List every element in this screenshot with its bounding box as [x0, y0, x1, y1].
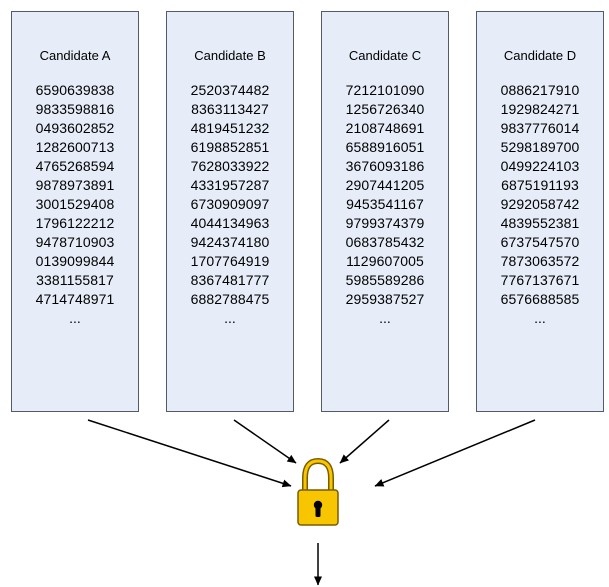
list-item: 9478710903 [35, 234, 115, 250]
candidate-b-title: Candidate B [194, 48, 266, 63]
list-item: 2907441205 [345, 177, 425, 193]
list-item: 5985589286 [345, 272, 425, 288]
list-item: 9799374379 [345, 215, 425, 231]
list-item: 1796122212 [35, 215, 115, 231]
list-item: 6198852851 [190, 139, 270, 155]
list-item: 6590639838 [35, 82, 115, 98]
list-item: 4819451232 [190, 120, 270, 136]
candidate-a-number-list: 6590639838 9833598816 0493602852 1282600… [12, 81, 138, 328]
candidate-d-title: Candidate D [503, 48, 577, 63]
list-item: 8363113427 [191, 101, 269, 117]
list-item: 1129607005 [346, 253, 424, 269]
list-item: 6588916051 [345, 139, 425, 155]
candidate-a-box: Candidate A 6590639838 9833598816 049360… [11, 11, 139, 412]
list-item: 0683785432 [345, 234, 425, 250]
list-item: 4839552381 [500, 215, 580, 231]
candidate-d-number-list: 0886217910 1929824271 9837776014 5298189… [477, 81, 603, 328]
list-item: 4714748971 [35, 291, 115, 307]
arrow-candidate-c-to-lock [339, 419, 390, 464]
list-item: 3381155817 [36, 272, 114, 288]
list-item: 1707764919 [190, 253, 270, 269]
list-item: 9878973891 [35, 177, 115, 193]
list-ellipsis: ... [534, 310, 546, 326]
list-item: 3676093186 [345, 158, 425, 174]
list-item: 6737547570 [500, 234, 580, 250]
list-item: 9292058742 [500, 196, 580, 212]
list-ellipsis: ... [224, 310, 236, 326]
list-item: 6882788475 [190, 291, 270, 307]
arrow-candidate-d-to-lock [374, 419, 536, 487]
list-item: 8367481777 [190, 272, 270, 288]
arrow-candidate-a-to-lock [87, 419, 292, 488]
list-item: 6875191193 [501, 177, 579, 193]
arrow-candidate-b-to-lock [233, 419, 297, 464]
list-item: 3001529408 [35, 196, 115, 212]
list-item: 0886217910 [500, 82, 580, 98]
candidate-c-title: Candidate C [348, 48, 422, 63]
list-item: 6730909097 [190, 196, 270, 212]
candidate-c-number-list: 7212101090 1256726340 2108748691 6588916… [322, 81, 448, 328]
list-item: 1282600713 [35, 139, 115, 155]
list-item: 7767137671 [500, 272, 580, 288]
list-item: 4331957287 [190, 177, 270, 193]
list-item: 9837776014 [500, 120, 580, 136]
list-item: 1929824271 [500, 101, 580, 117]
list-item: 1256726340 [345, 101, 425, 117]
list-item: 4044134963 [190, 215, 270, 231]
candidate-a-title: Candidate A [39, 48, 111, 63]
padlock-icon [297, 457, 339, 526]
list-item: 7212101090 [345, 82, 425, 98]
list-item: 2959387527 [345, 291, 425, 307]
list-ellipsis: ... [69, 310, 81, 326]
candidate-c-box: Candidate C 7212101090 1256726340 210874… [321, 11, 449, 412]
list-item: 9453541167 [346, 196, 424, 212]
list-item: 0139099844 [35, 253, 115, 269]
list-item: 0499224103 [500, 158, 580, 174]
list-item: 9424374180 [190, 234, 270, 250]
list-item: 4765268594 [35, 158, 115, 174]
list-item: 7873063572 [500, 253, 580, 269]
candidate-d-box: Candidate D 0886217910 1929824271 983777… [476, 11, 604, 412]
list-item: 0493602852 [35, 120, 115, 136]
list-item: 2108748691 [345, 120, 425, 136]
list-item: 6576688585 [500, 291, 580, 307]
list-ellipsis: ... [379, 310, 391, 326]
candidate-b-box: Candidate B 2520374482 8363113427 481945… [166, 11, 294, 412]
list-item: 2520374482 [190, 82, 270, 98]
list-item: 7628033922 [190, 158, 270, 174]
list-item: 5298189700 [500, 139, 580, 155]
list-item: 9833598816 [35, 101, 115, 117]
candidate-b-number-list: 2520374482 8363113427 4819451232 6198852… [167, 81, 293, 328]
